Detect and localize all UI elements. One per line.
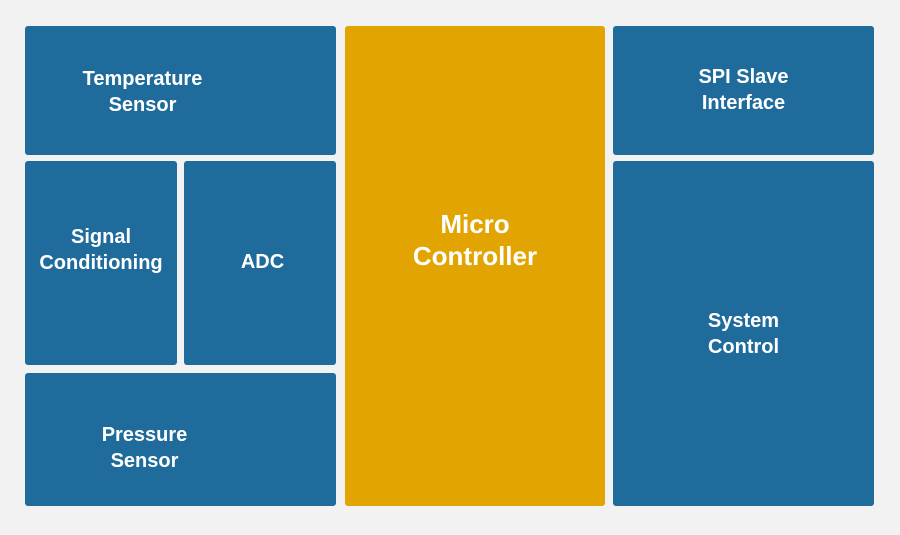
spi-slave-interface-block: SPI Slave Interface (613, 26, 874, 155)
temperature-sensor-label: Temperature Sensor (82, 67, 203, 116)
signal-conditioning-label: Signal Conditioning (39, 226, 163, 274)
temperature-sensor-block: Temperature Sensor (25, 26, 336, 155)
micro-controller-label: Micro Controller (412, 209, 538, 271)
micro-controller-block: Micro Controller (345, 26, 605, 506)
pressure-sensor-label: Pressure Sensor (101, 423, 188, 472)
adc-block: ADC (184, 161, 336, 365)
spi-slave-interface-label: SPI Slave Interface (698, 65, 789, 114)
system-control-label: System Control (707, 309, 780, 358)
adc-label: ADC (240, 251, 285, 273)
system-control-block: System Control (613, 161, 874, 506)
signal-conditioning-block: Signal Conditioning (25, 161, 177, 365)
pressure-sensor-block: Pressure Sensor (25, 373, 336, 506)
